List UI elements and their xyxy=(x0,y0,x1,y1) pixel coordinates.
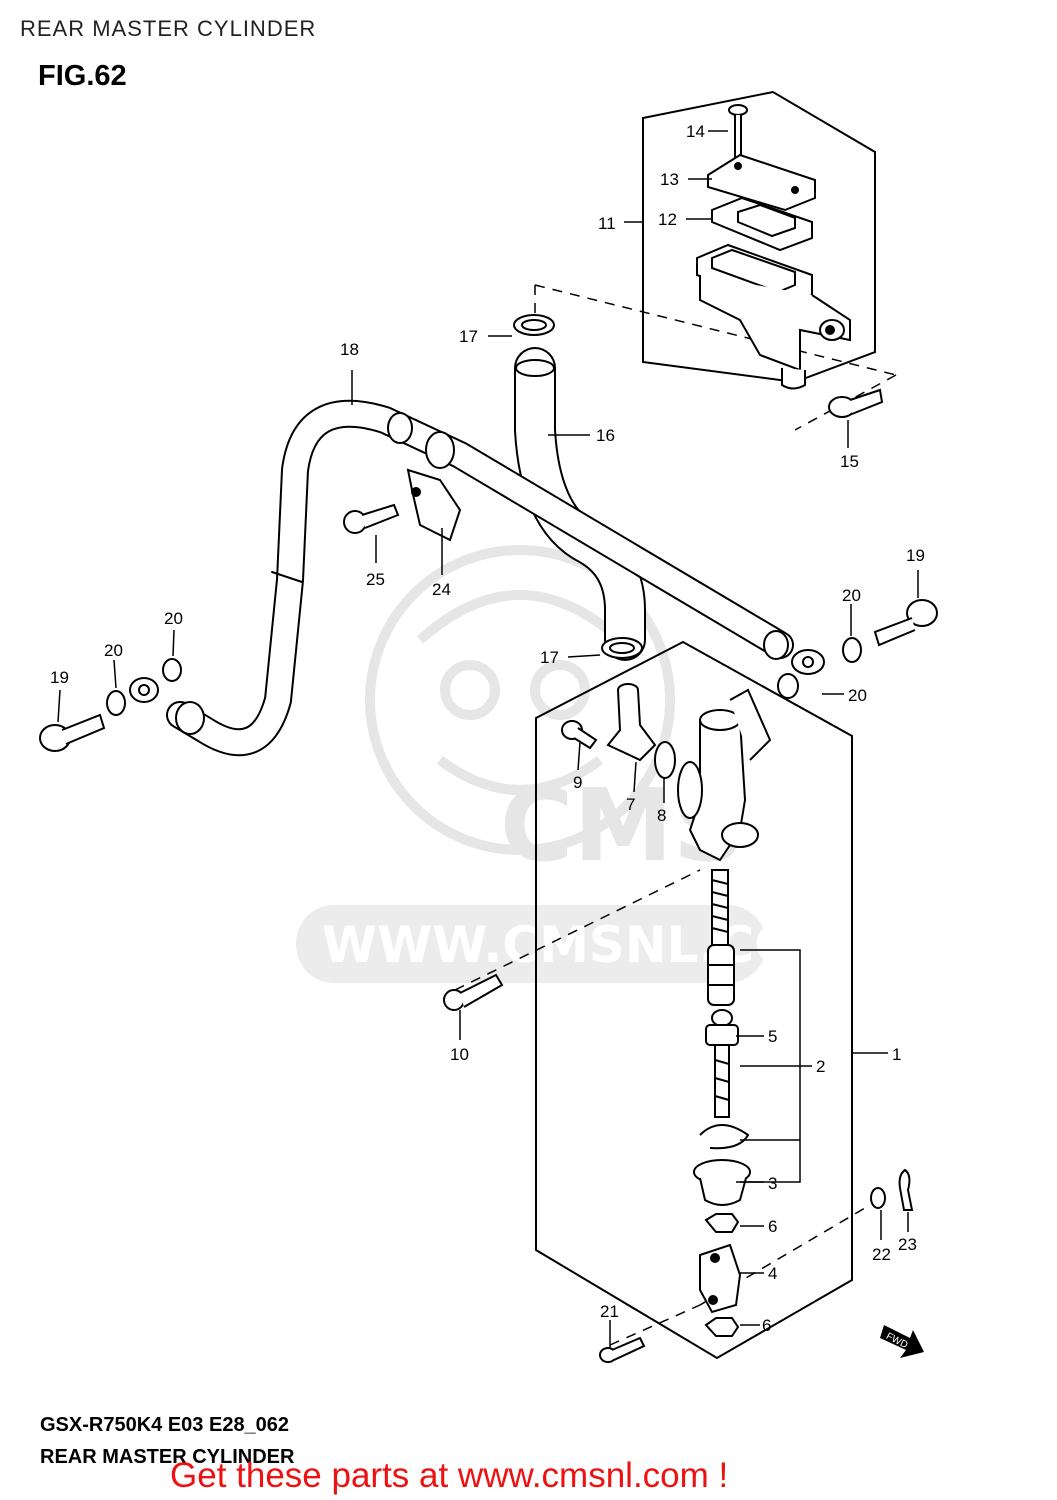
callout-7: 7 xyxy=(626,795,635,814)
fwd-arrow-icon: FWD xyxy=(880,1325,924,1358)
callout-18: 18 xyxy=(340,340,359,359)
union-bolt-right-part xyxy=(873,599,938,647)
piston-cup-part xyxy=(707,944,735,1006)
hose-guide-part xyxy=(425,431,455,469)
callout-17b: 17 xyxy=(540,648,559,667)
figure-number: FIG.62 xyxy=(38,60,127,92)
clevis-part xyxy=(699,1243,742,1314)
watermark-logo xyxy=(365,545,675,855)
callout-6b: 6 xyxy=(762,1316,771,1335)
callout-11: 11 xyxy=(598,214,616,233)
callout-25: 25 xyxy=(366,570,385,589)
connector-screw-part xyxy=(561,720,598,750)
callout-8: 8 xyxy=(657,806,666,825)
reservoir-group-box xyxy=(642,90,876,384)
lock-nut-upper-part xyxy=(704,1213,740,1233)
footer-title-line: REAR MASTER CYLINDER xyxy=(40,1446,295,1468)
clevis-pin-part xyxy=(599,1336,646,1363)
washer-d-part xyxy=(777,673,799,699)
cylinder-body-part xyxy=(677,688,772,862)
callout-22: 22 xyxy=(872,1245,891,1264)
reservoir-bolt-part xyxy=(828,388,884,418)
washer-small-part xyxy=(870,1187,886,1209)
page-header-title: REAR MASTER CYLINDER xyxy=(20,16,317,41)
brake-hose-part xyxy=(166,399,794,757)
callout-5: 5 xyxy=(768,1027,777,1046)
footer-model-line: GSX-R750K4 E03 E28_062 xyxy=(40,1414,290,1436)
callout-13: 13 xyxy=(660,170,679,189)
master-cylinder-group-box xyxy=(535,640,853,1360)
push-rod-part xyxy=(705,1009,739,1118)
callout-20a: 20 xyxy=(104,641,123,660)
washer-c-part xyxy=(842,637,862,663)
mounting-bolt-part xyxy=(443,973,504,1011)
callout-12: 12 xyxy=(658,210,677,229)
o-ring-part xyxy=(654,741,676,779)
callout-20c: 20 xyxy=(842,586,861,605)
union-bolt-left-part xyxy=(39,713,106,752)
callout-23: 23 xyxy=(898,1235,917,1254)
callout-2: 2 xyxy=(816,1057,825,1076)
callout-labels: 1 2 3 4 5 6 6 7 8 9 10 11 12 13 14 15 16… xyxy=(50,122,925,1335)
callout-20d: 20 xyxy=(848,686,867,705)
washer-b-part xyxy=(162,658,182,682)
promo-link[interactable]: Get these parts at www.cmsnl.com ! xyxy=(170,1456,729,1495)
callout-10: 10 xyxy=(450,1045,469,1064)
watermark-url-text: WWW.CMSNL.COM xyxy=(322,916,847,974)
inlet-connector-part xyxy=(606,683,657,762)
cotter-pin-part xyxy=(898,1168,914,1211)
spring-part xyxy=(711,869,729,946)
reservoir-cap-part xyxy=(707,153,816,212)
callout-15: 15 xyxy=(840,452,859,471)
callout-19a: 19 xyxy=(50,668,69,687)
leader-lines xyxy=(57,130,919,1348)
callout-20b: 20 xyxy=(164,609,183,628)
callout-14: 14 xyxy=(686,122,705,141)
callout-6a: 6 xyxy=(768,1217,777,1236)
callout-4: 4 xyxy=(768,1264,777,1283)
callout-1: 1 xyxy=(892,1045,901,1064)
callout-17a: 17 xyxy=(459,327,478,346)
callout-21: 21 xyxy=(600,1302,619,1321)
fwd-label: FWD xyxy=(884,1331,909,1351)
cap-screw-part xyxy=(728,104,748,160)
callout-3: 3 xyxy=(768,1174,777,1193)
reservoir-body-part xyxy=(696,243,851,390)
lock-nut-lower-part xyxy=(704,1317,740,1337)
watermark-url-pill xyxy=(296,905,766,983)
boot-part xyxy=(693,1159,751,1206)
callout-9: 9 xyxy=(573,773,582,792)
bracket-bolt-part xyxy=(343,503,400,534)
callout-19b: 19 xyxy=(906,546,925,565)
callout-16: 16 xyxy=(596,426,615,445)
reference-lines xyxy=(454,284,897,1346)
washer-a-part xyxy=(106,690,126,716)
circlip-part xyxy=(699,1124,750,1150)
callout-24: 24 xyxy=(432,580,451,599)
hose-clamp-bracket-part xyxy=(406,468,462,542)
